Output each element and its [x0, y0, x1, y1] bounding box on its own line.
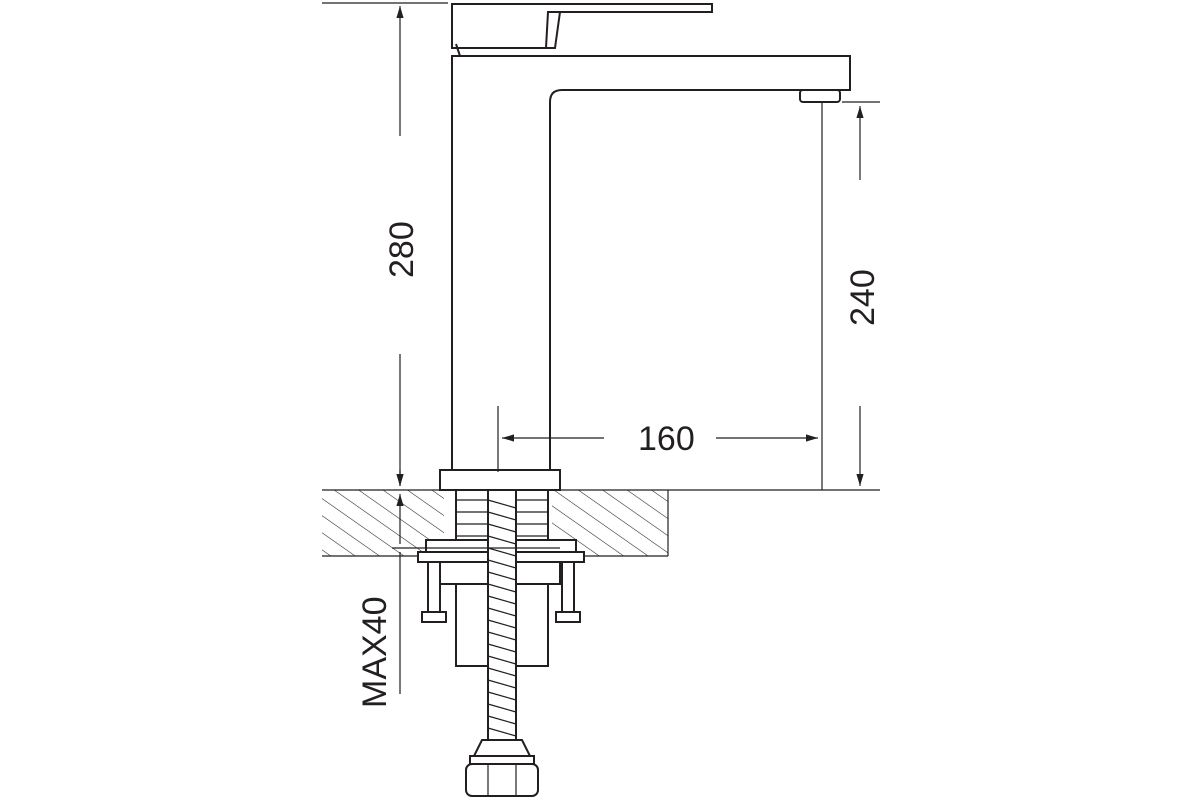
dimension-spout-height: 240 — [821, 101, 882, 490]
dimension-label-total-height: 280 — [383, 221, 421, 278]
dimension-max-thickness: MAX40 — [356, 470, 560, 708]
dimension-label-spout-reach: 160 — [638, 420, 695, 458]
dimension-label-spout-height: 240 — [844, 269, 882, 326]
mounting-hardware — [417, 489, 585, 797]
dimension-total-height: 280 — [322, 2, 448, 486]
faucet-body — [439, 3, 851, 491]
dimension-spout-reach: 160 — [497, 406, 818, 472]
dimension-label-max-thickness: MAX40 — [356, 597, 394, 709]
countertop-section — [322, 489, 880, 557]
